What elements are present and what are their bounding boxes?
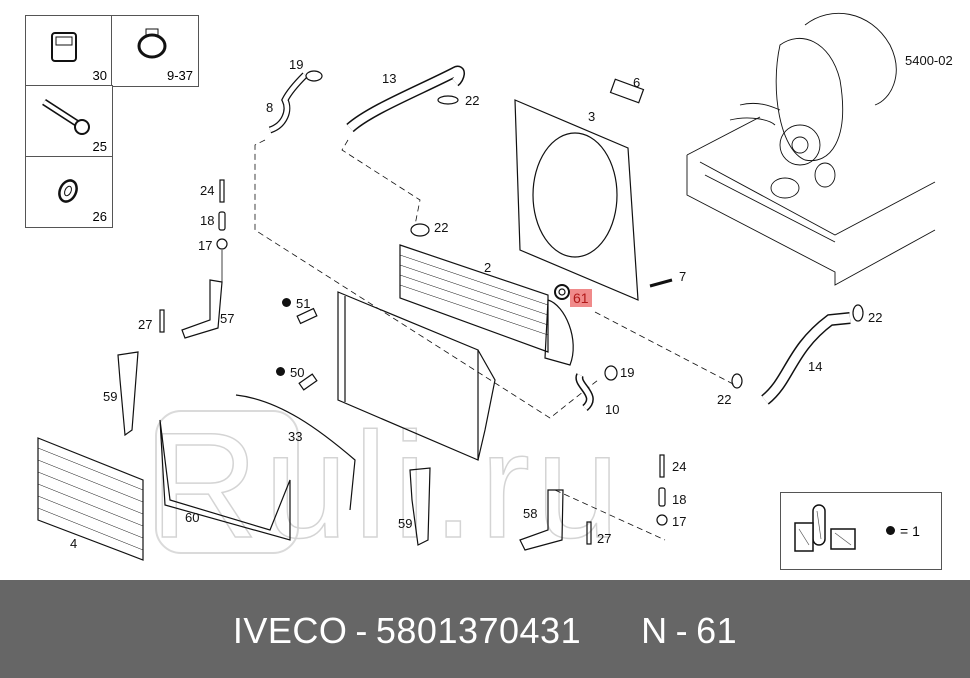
callout-61-highlighted[interactable]: 61 bbox=[570, 289, 592, 307]
callout-51[interactable]: 51 bbox=[282, 297, 310, 311]
kit-cell-9-37: 9-37 bbox=[111, 15, 199, 87]
callout-58[interactable]: 58 bbox=[523, 506, 538, 521]
callout-33[interactable]: 33 bbox=[288, 429, 303, 444]
fastener-kit-icon bbox=[794, 504, 856, 552]
callout-18[interactable]: 18 bbox=[672, 492, 687, 507]
legend-text: = 1 bbox=[886, 523, 920, 539]
callout-17[interactable]: 17 bbox=[198, 238, 213, 253]
fan-shroud bbox=[514, 99, 639, 301]
kit-label: 26 bbox=[92, 209, 107, 224]
kit-label: 25 bbox=[92, 139, 107, 154]
callout-60[interactable]: 60 bbox=[185, 510, 200, 525]
bullet-icon bbox=[276, 367, 285, 376]
position-value: 61 bbox=[696, 610, 738, 651]
callout-50[interactable]: 50 bbox=[276, 366, 304, 380]
bullet-icon bbox=[282, 298, 291, 307]
part-number: 5801370431 bbox=[375, 610, 582, 651]
position-label: N bbox=[641, 610, 668, 651]
callout-13[interactable]: 13 bbox=[382, 71, 397, 86]
clip-icon bbox=[51, 32, 77, 62]
callout-24[interactable]: 24 bbox=[200, 183, 215, 198]
watermark-logo bbox=[155, 410, 299, 554]
separator: - bbox=[355, 610, 368, 651]
kit-cell-30: 30 bbox=[25, 15, 113, 87]
callout-27[interactable]: 27 bbox=[138, 317, 153, 332]
hose-clamp-icon bbox=[137, 28, 167, 59]
washer-icon bbox=[58, 179, 78, 203]
bracket-33 bbox=[235, 394, 356, 511]
kit-cell-26: 26 bbox=[25, 156, 113, 228]
callout-4[interactable]: 4 bbox=[70, 536, 78, 551]
bracket-59-low bbox=[409, 467, 431, 546]
callout-59[interactable]: 59 bbox=[103, 389, 118, 404]
engine-fan-illustration bbox=[686, 12, 936, 286]
kit-label: 30 bbox=[92, 68, 107, 83]
callout-19[interactable]: 19 bbox=[289, 57, 304, 72]
callout-8[interactable]: 8 bbox=[266, 100, 274, 115]
callout-2[interactable]: 2 bbox=[484, 260, 492, 275]
callout-57[interactable]: 57 bbox=[220, 311, 235, 326]
callout-3[interactable]: 3 bbox=[588, 109, 596, 124]
drawing-number: 5400-02 bbox=[905, 53, 953, 68]
callout-22[interactable]: 22 bbox=[717, 392, 732, 407]
callout-6[interactable]: 6 bbox=[633, 75, 641, 90]
legend-box: = 1 bbox=[780, 492, 942, 570]
kit-label: 9-37 bbox=[166, 68, 193, 83]
callout-19[interactable]: 19 bbox=[620, 365, 635, 380]
bullet-icon bbox=[886, 526, 895, 535]
kit-cell-25: 25 bbox=[25, 85, 113, 158]
radiator bbox=[337, 291, 479, 461]
leader-line bbox=[594, 311, 736, 386]
callout-22[interactable]: 22 bbox=[465, 93, 480, 108]
bracket-58 bbox=[519, 489, 564, 551]
diagram-drawing bbox=[37, 12, 936, 561]
callout-18[interactable]: 18 bbox=[200, 213, 215, 228]
bracket-60 bbox=[159, 419, 291, 541]
intercooler bbox=[399, 244, 549, 353]
condenser bbox=[37, 437, 144, 561]
callout-59[interactable]: 59 bbox=[398, 516, 413, 531]
brand: IVECO bbox=[232, 610, 348, 651]
callout-17[interactable]: 17 bbox=[672, 514, 687, 529]
callout-22[interactable]: 22 bbox=[434, 220, 449, 235]
leader-line bbox=[254, 139, 599, 419]
leader-line bbox=[341, 139, 421, 226]
callout-7[interactable]: 7 bbox=[679, 269, 687, 284]
leader-line bbox=[554, 489, 666, 541]
callout-10[interactable]: 10 bbox=[605, 402, 620, 417]
callout-24[interactable]: 24 bbox=[672, 459, 687, 474]
callout-27[interactable]: 27 bbox=[597, 531, 612, 546]
bracket-59 bbox=[117, 351, 139, 437]
separator: - bbox=[675, 610, 689, 651]
parts-diagram: Ruli.ru bbox=[25, 12, 953, 570]
callout-22[interactable]: 22 bbox=[868, 310, 883, 325]
bolt-icon bbox=[42, 99, 90, 135]
callout-14[interactable]: 14 bbox=[808, 359, 823, 374]
